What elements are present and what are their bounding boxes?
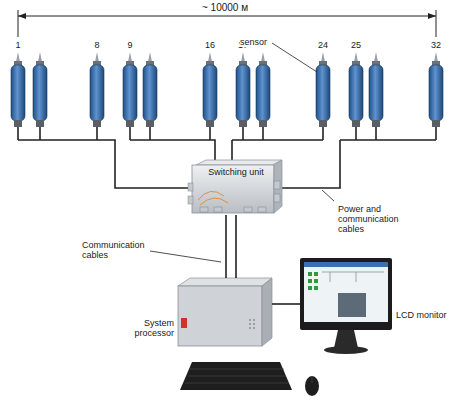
system-processor: System processor [178,278,272,346]
cable-label: Power and communication cables [338,204,424,234]
part-label: sensor [240,37,272,47]
cable-label: Communication cables [82,240,148,260]
lcd-monitor: LCD monitor [300,258,392,330]
callout-number: 1 [8,40,28,50]
node-label: LCD monitor [396,310,454,320]
cable-connector [226,215,236,278]
callout-number: 24 [313,40,333,50]
cable-connector [272,303,300,305]
node-label: System processor [118,318,174,338]
node-label: Switching unit [194,167,278,177]
dimension-label: ~ 10000 м [185,2,265,13]
callout-number: 32 [426,40,446,50]
callout-number: 16 [200,40,220,50]
callout-number: 25 [346,40,366,50]
callout-number: 8 [87,40,107,50]
switching-unit: Switching unit [190,160,282,215]
callout-number: 9 [120,40,140,50]
